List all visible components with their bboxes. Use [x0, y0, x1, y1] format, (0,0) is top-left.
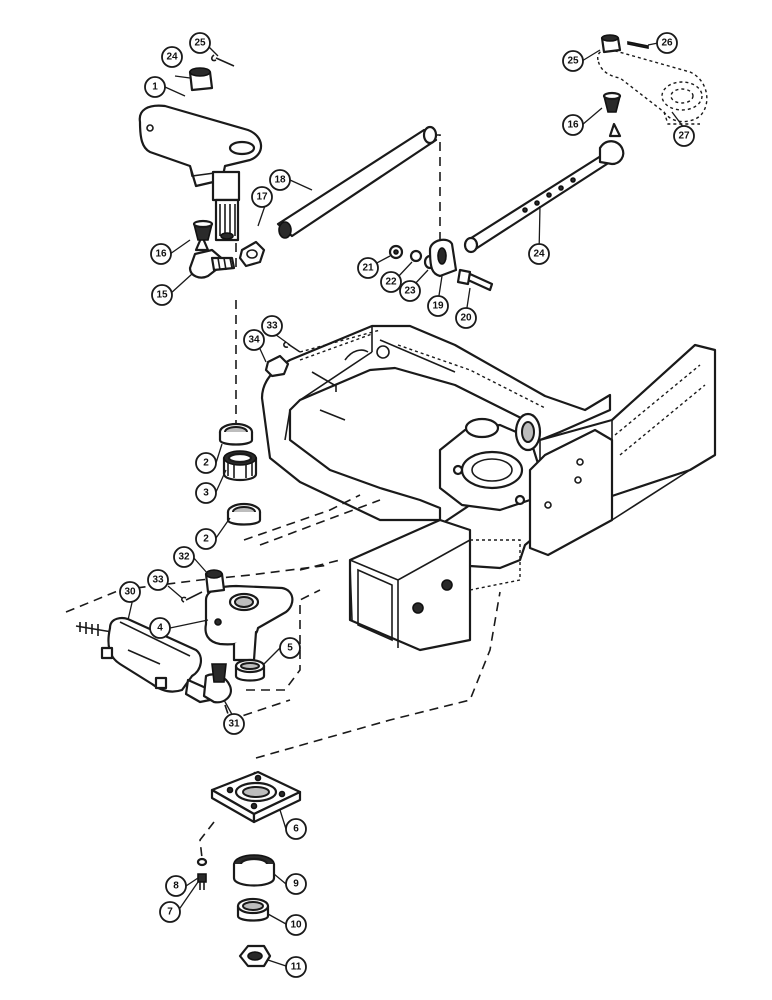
lower-bearing-stack [196, 770, 302, 968]
callout-11: 11 [285, 956, 307, 978]
callout-3: 3 [195, 482, 217, 504]
callout-label: 9 [293, 879, 299, 890]
ring-5 [234, 658, 266, 682]
callout-label: 4 [157, 623, 163, 634]
callout-label: 5 [287, 643, 293, 654]
callout-label: 25 [194, 38, 206, 49]
callout-label: 27 [678, 131, 690, 142]
callout-31: 31 [223, 713, 245, 735]
steering-arm-27 [597, 48, 708, 125]
callout-label: 3 [203, 488, 209, 499]
callout-2-upper: 2 [195, 452, 217, 474]
boot-16-right [602, 91, 622, 113]
callout-label: 7 [167, 907, 173, 918]
callout-23: 23 [399, 280, 421, 302]
callout-label: 2 [203, 458, 209, 469]
bearing-stack [218, 422, 262, 526]
callout-label: 34 [248, 335, 260, 346]
callout-label: 15 [156, 290, 168, 301]
callout-27: 27 [673, 125, 695, 147]
callout-24-left: 24 [161, 46, 183, 68]
callout-8: 8 [165, 875, 187, 897]
callout-label: 18 [274, 175, 286, 186]
callout-4: 4 [149, 617, 171, 639]
callout-label: 24 [166, 52, 178, 63]
callout-16-left: 16 [150, 243, 172, 265]
nut-34 [264, 354, 290, 378]
callout-label: 8 [173, 881, 179, 892]
callout-label: 16 [567, 120, 579, 131]
tie-rod-tube-18 [276, 125, 438, 239]
steering-cylinder-30 [75, 617, 232, 704]
callout-label: 16 [155, 249, 167, 260]
nut-17 [238, 240, 266, 268]
nut-25-right [600, 34, 622, 54]
callout-label: 33 [152, 575, 164, 586]
tie-rod-24-right [463, 122, 625, 254]
callout-9: 9 [285, 873, 307, 895]
callout-16-right: 16 [562, 114, 584, 136]
callout-34: 34 [243, 329, 265, 351]
callout-19: 19 [427, 295, 449, 317]
callout-33-lower: 33 [147, 569, 169, 591]
cotter-pin-25-left [211, 54, 235, 67]
callout-label: 19 [432, 301, 444, 312]
callout-label: 2 [203, 534, 209, 545]
callout-label: 32 [178, 552, 190, 563]
callout-label: 33 [266, 321, 278, 332]
callout-label: 22 [385, 277, 397, 288]
callout-label: 17 [256, 192, 268, 203]
axle-frame [260, 324, 717, 652]
callout-label: 25 [567, 56, 579, 67]
callout-17: 17 [251, 186, 273, 208]
callout-label: 21 [362, 263, 374, 274]
callout-label: 10 [290, 920, 302, 931]
callout-25-right: 25 [562, 50, 584, 72]
callout-10: 10 [285, 914, 307, 936]
callout-label: 6 [293, 824, 299, 835]
callout-25-left: 25 [189, 32, 211, 54]
callout-6: 6 [285, 818, 307, 840]
left-tie-rod-end [188, 234, 236, 279]
nut-24-left [188, 67, 214, 92]
boot-16-left [192, 219, 214, 241]
callout-26: 26 [656, 32, 678, 54]
callout-label: 23 [404, 286, 416, 297]
callout-label: 1 [152, 82, 158, 93]
nut-32 [204, 569, 226, 594]
clamp-parts [388, 238, 494, 292]
steering-arm [138, 104, 263, 242]
callout-1: 1 [144, 76, 166, 98]
callouts: 1 2 2 3 4 5 6 7 8 9 10 11 15 16 16 17 18… [119, 32, 695, 978]
callout-label: 11 [291, 962, 302, 973]
callout-21: 21 [357, 257, 379, 279]
callout-33-upper: 33 [261, 315, 283, 337]
callout-label: 20 [460, 313, 472, 324]
callout-label: 30 [124, 587, 136, 598]
callout-7: 7 [159, 901, 181, 923]
callout-32: 32 [173, 546, 195, 568]
callout-24-right: 24 [528, 243, 550, 265]
callout-30: 30 [119, 581, 141, 603]
callout-15: 15 [151, 284, 173, 306]
callout-20: 20 [455, 307, 477, 329]
pin-33-upper [283, 341, 301, 353]
callout-2-lower: 2 [195, 528, 217, 550]
callout-label: 26 [661, 38, 673, 49]
lower-arm-4 [204, 584, 294, 662]
pin-33-lower [181, 591, 203, 603]
callout-label: 31 [228, 719, 240, 730]
callout-5: 5 [279, 637, 301, 659]
callout-label: 24 [533, 249, 545, 260]
pin-26 [627, 41, 649, 49]
callout-22: 22 [380, 271, 402, 293]
callout-18: 18 [269, 169, 291, 191]
